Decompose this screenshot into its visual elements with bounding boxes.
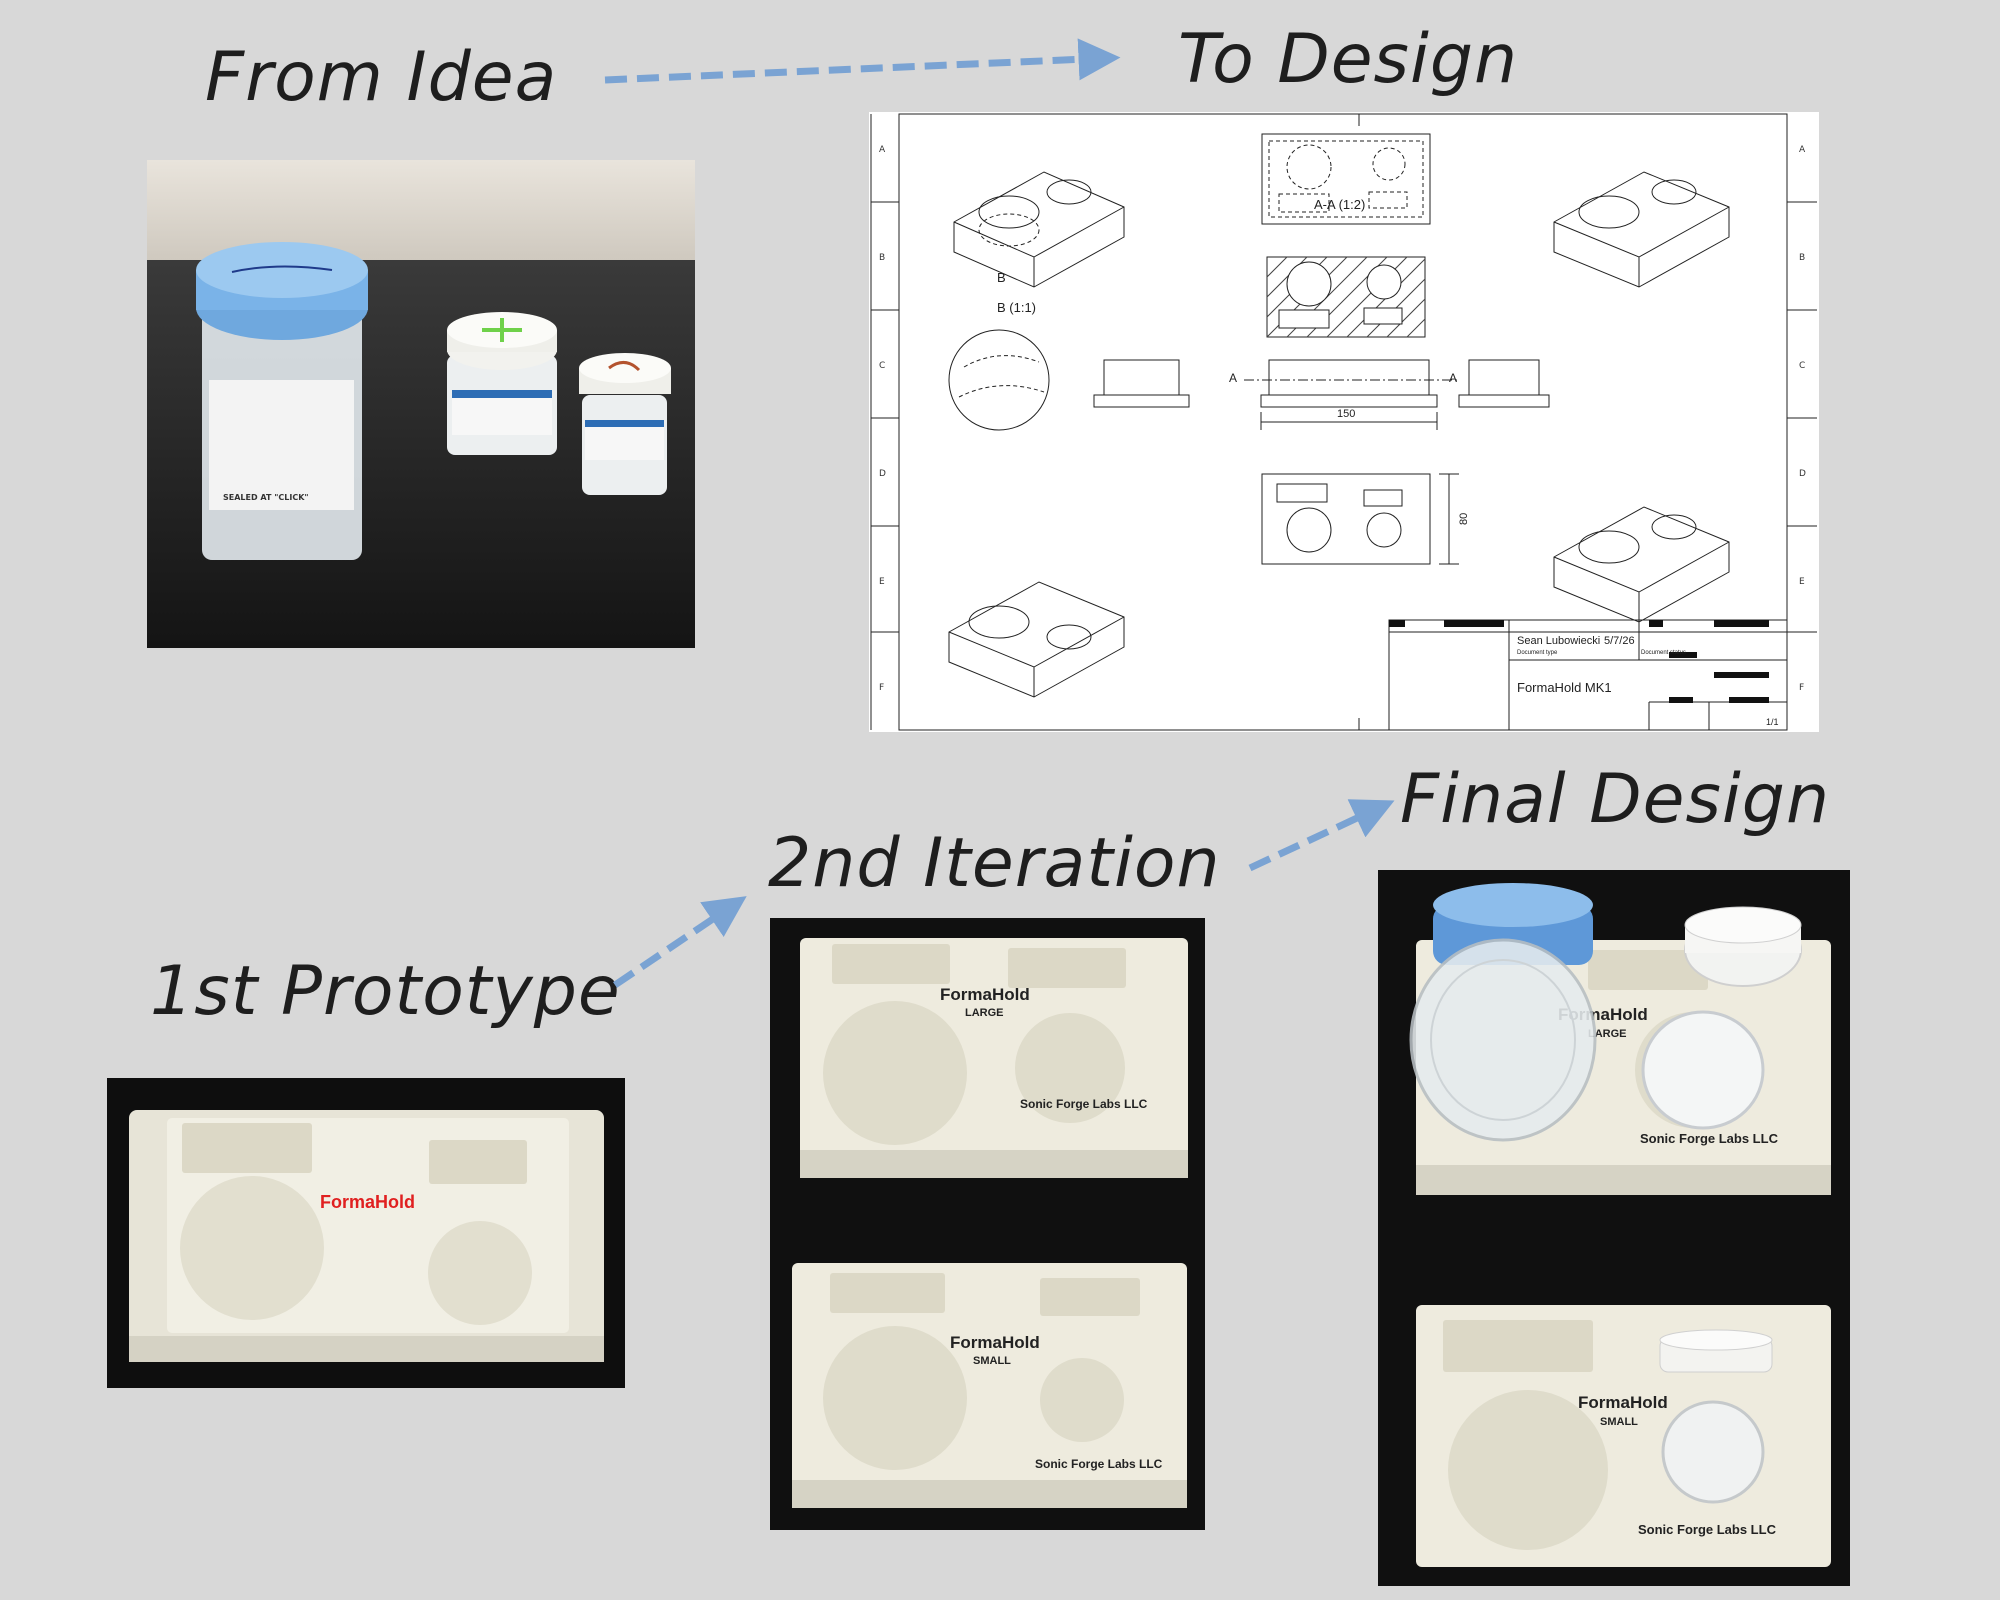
svg-text:SMALL: SMALL	[973, 1355, 1011, 1367]
svg-text:LARGE: LARGE	[965, 1007, 1004, 1019]
svg-text:Document type: Document type	[1517, 650, 1558, 656]
heading-final-design: Final Design	[1400, 760, 1831, 839]
svg-text:Sean Lubowiecki: Sean Lubowiecki	[1517, 635, 1600, 647]
svg-text:FormaHold: FormaHold	[1578, 1393, 1668, 1412]
svg-text:Sonic Forge Labs LLC: Sonic Forge Labs LLC	[1020, 1097, 1148, 1111]
heading-to-design: To Design	[1178, 20, 1519, 99]
svg-text:B: B	[879, 253, 885, 263]
small-container	[579, 353, 671, 495]
svg-text:D: D	[1799, 469, 1806, 479]
heading-second-iteration: 2nd Iteration	[768, 824, 1221, 903]
arrow-iteration-to-final	[1248, 799, 1395, 872]
svg-text:F: F	[879, 683, 884, 693]
arrow-idea-to-design	[604, 38, 1121, 84]
large-container: SEALED AT "CLICK"	[196, 242, 368, 560]
svg-text:FormaHold: FormaHold	[940, 985, 1030, 1004]
svg-text:A: A	[879, 145, 886, 155]
svg-text:FormaHold: FormaHold	[950, 1333, 1040, 1352]
svg-text:150: 150	[1337, 408, 1355, 420]
medium-container	[447, 312, 557, 455]
svg-text:5/7/26: 5/7/26	[1604, 635, 1635, 647]
svg-text:A: A	[1799, 145, 1806, 155]
svg-text:Sonic Forge Labs LLC: Sonic Forge Labs LLC	[1035, 1457, 1163, 1471]
svg-text:LARGE: LARGE	[1588, 1028, 1627, 1040]
svg-text:B (1:1): B (1:1)	[997, 300, 1036, 315]
heading-first-prototype: 1st Prototype	[150, 952, 621, 1031]
svg-text:FormaHold: FormaHold	[320, 1192, 415, 1212]
svg-text:A: A	[1449, 371, 1457, 385]
svg-text:F: F	[1799, 683, 1804, 693]
svg-text:1/1: 1/1	[1766, 717, 1779, 727]
svg-text:SEALED AT "CLICK": SEALED AT "CLICK"	[223, 493, 309, 502]
svg-text:FormaHold MK1: FormaHold MK1	[1517, 680, 1612, 695]
svg-text:A: A	[1229, 371, 1237, 385]
svg-text:E: E	[879, 577, 885, 587]
svg-text:SMALL: SMALL	[1600, 1416, 1638, 1428]
svg-text:Sonic Forge Labs LLC: Sonic Forge Labs LLC	[1640, 1131, 1779, 1146]
prototype-photo: FormaHold	[107, 1078, 625, 1388]
svg-text:C: C	[879, 361, 885, 371]
svg-text:Document status: Document status	[1641, 650, 1686, 656]
arrow-prototype-to-iteration	[613, 896, 747, 988]
heading-from-idea: From Idea	[205, 38, 558, 117]
svg-text:B: B	[997, 270, 1006, 285]
svg-text:Sonic Forge Labs LLC: Sonic Forge Labs LLC	[1638, 1522, 1777, 1537]
svg-text:D: D	[879, 469, 886, 479]
iteration-photo: FormaHold LARGE Sonic Forge Labs LLC For…	[770, 918, 1205, 1530]
final-design-photo: FormaHold LARGE Sonic Forge Labs LLC For…	[1378, 870, 1850, 1586]
svg-text:C: C	[1799, 361, 1805, 371]
svg-text:80: 80	[1458, 513, 1470, 525]
svg-text:E: E	[1799, 577, 1805, 587]
idea-photo: SEALED AT "CLICK"	[147, 160, 695, 648]
svg-text:B: B	[1799, 253, 1805, 263]
svg-text:A-A (1:2): A-A (1:2)	[1314, 197, 1365, 212]
technical-drawing: A A B B C C D D E E F F	[869, 112, 1819, 732]
